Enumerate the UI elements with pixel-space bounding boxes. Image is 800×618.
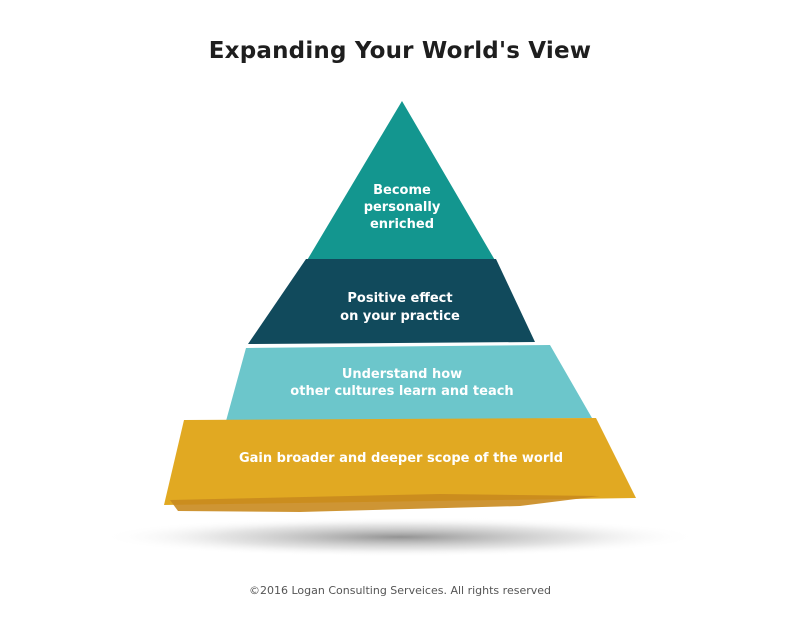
page-title: Expanding Your World's View xyxy=(208,38,592,64)
tier-4-brush-streak xyxy=(170,494,600,512)
tier-4-line-1: Gain broader and deeper scope of the wor… xyxy=(239,451,563,466)
tier-2-line-1: Positive effect xyxy=(347,291,452,306)
tier-1-line-3: enriched xyxy=(370,217,434,232)
tier-3-line-2: other cultures learn and teach xyxy=(290,384,513,399)
tier-1-line-1: Become xyxy=(373,183,431,198)
tier-4-shape xyxy=(164,418,636,505)
tier-1-shape xyxy=(306,101,496,262)
tier-1-line-2: personally xyxy=(364,200,441,215)
copyright-footer: ©2016 Logan Consulting Serveices. All ri… xyxy=(249,584,551,597)
tier-3-line-1: Understand how xyxy=(342,367,462,382)
tier-2-line-2: on your practice xyxy=(340,309,460,324)
tier-3-shape xyxy=(226,345,592,421)
pyramid-shadow xyxy=(100,517,700,557)
tier-2-shape xyxy=(248,259,535,344)
